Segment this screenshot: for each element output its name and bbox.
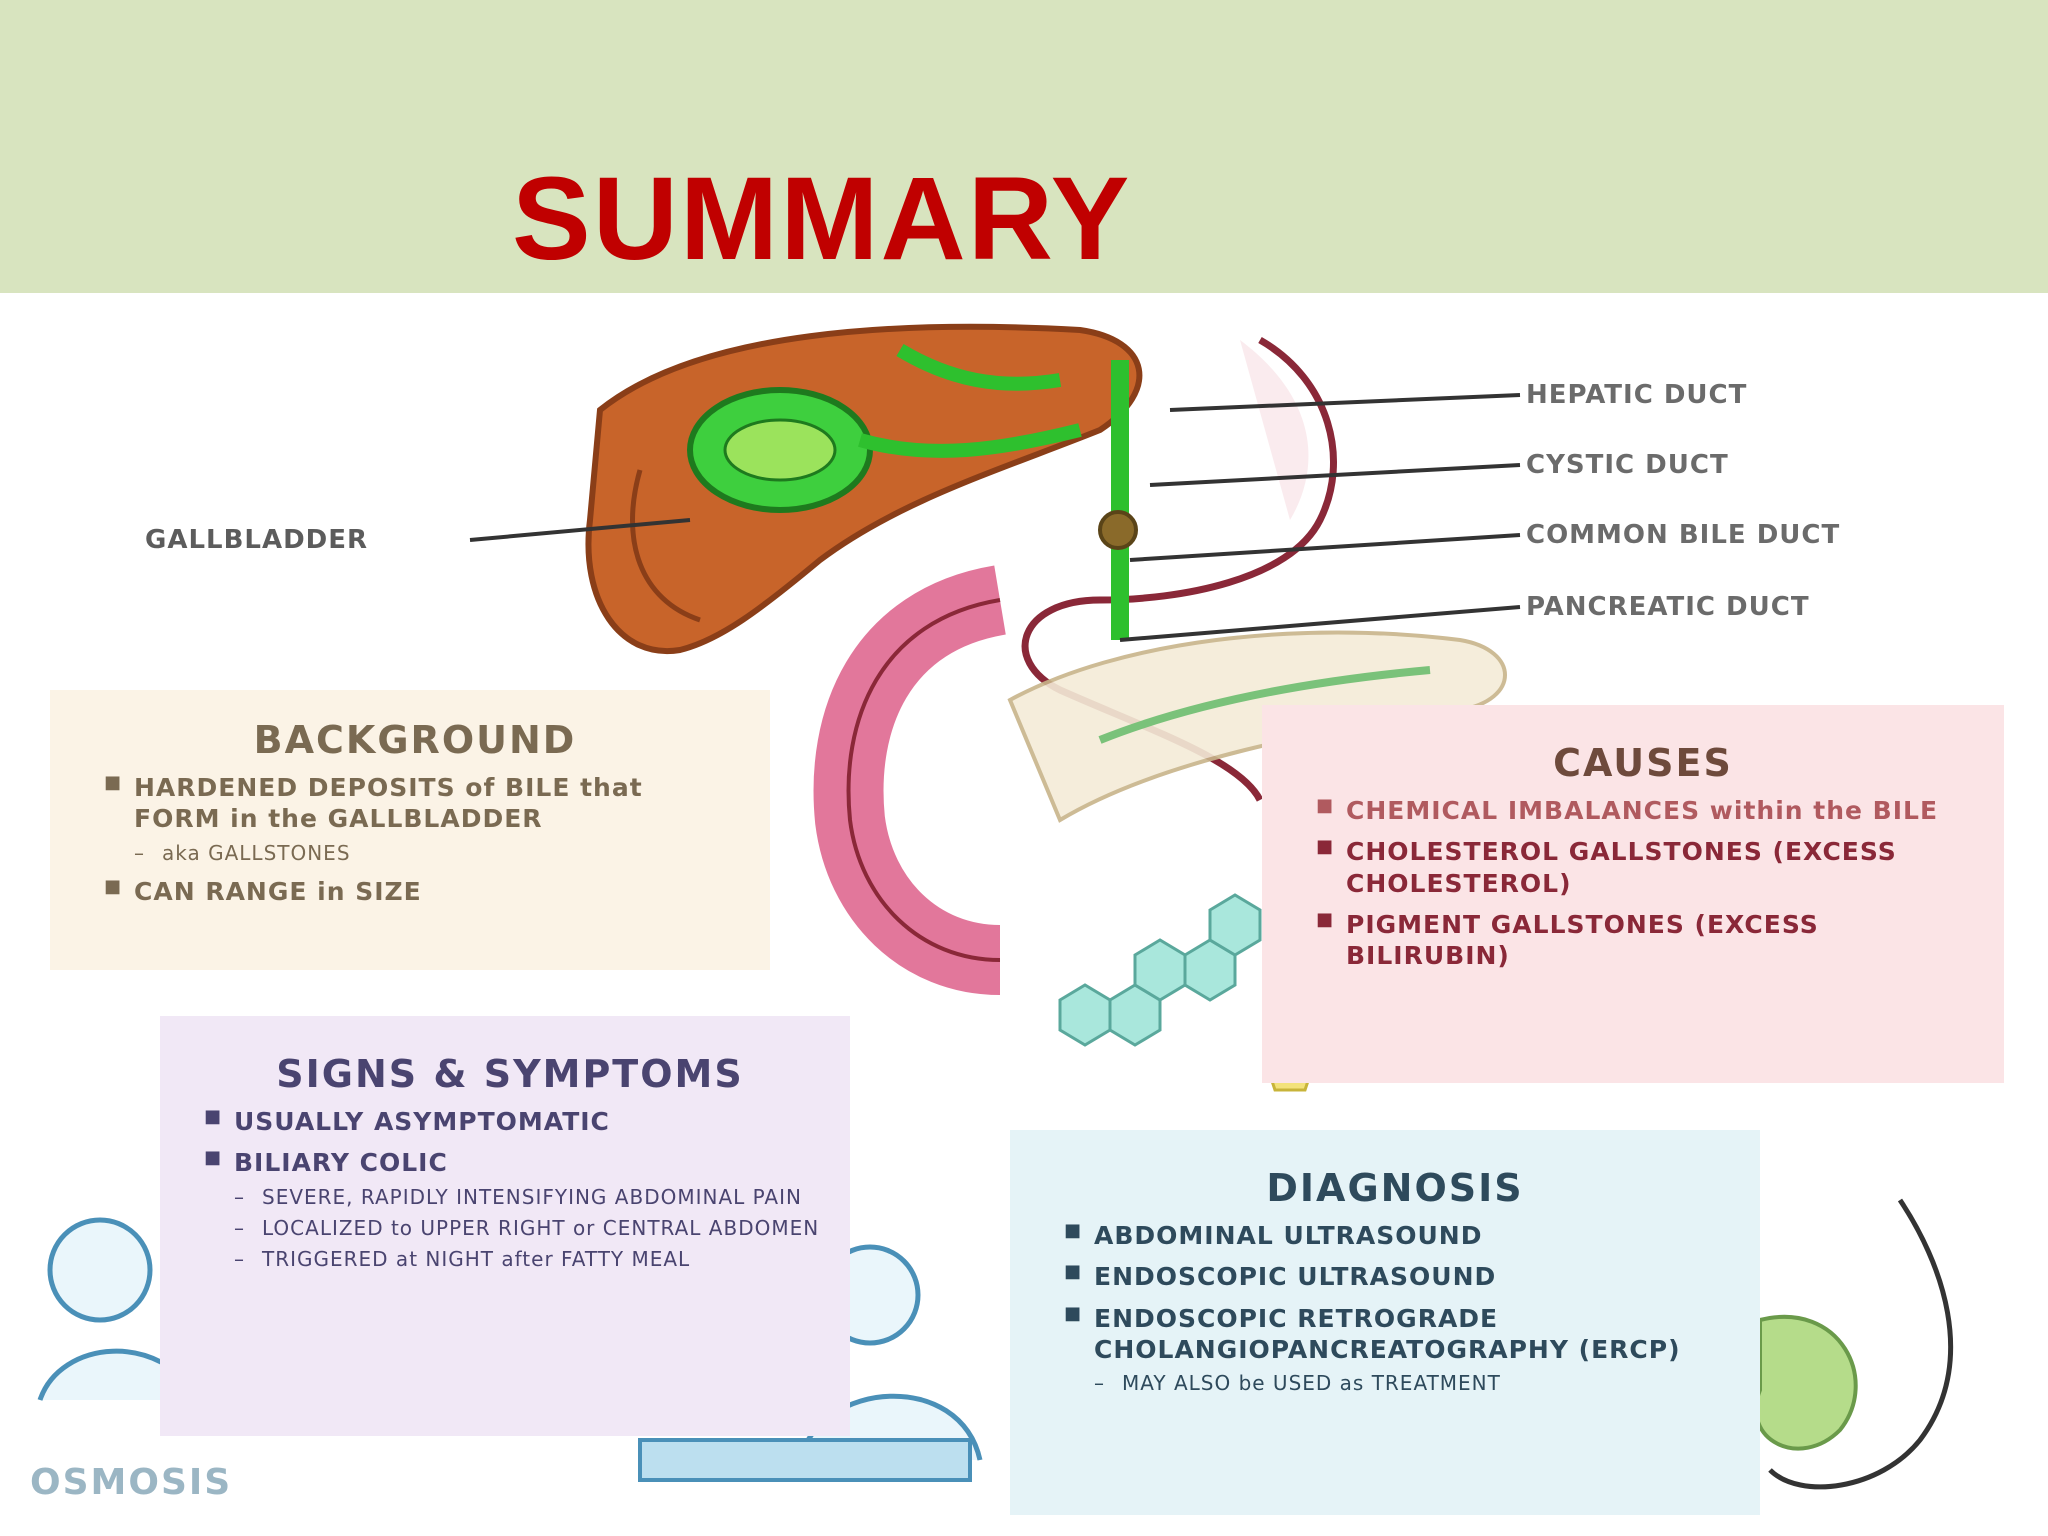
signs-item: USUALLY ASYMPTOMATIC [200,1106,820,1137]
signs-item: BILIARY COLIC [200,1147,820,1178]
pancreatic-leader [1119,605,1521,642]
osmosis-logo: OSMOSIS [30,1462,233,1503]
pancreas [1007,630,1507,823]
background-panel: BACKGROUND HARDENED DEPOSITS of BILE tha… [50,690,770,970]
signs-subitem: LOCALIZED to UPPER RIGHT or CENTRAL ABDO… [200,1216,820,1241]
cystic-duct [858,423,1082,458]
table-sketch [638,1438,972,1482]
duodenum [813,565,1007,995]
causes-heading: CAUSES [1553,741,1733,785]
hepatic-duct-label: HEPATIC DUCT [1526,380,1748,410]
diagnosis-item: ENDOSCOPIC RETROGRADE CHOLANGIOPANCREATO… [1060,1303,1730,1366]
hepatic-leader [1169,393,1521,412]
diagnosis-item: ABDOMINAL ULTRASOUND [1060,1220,1730,1251]
causes-item: PIGMENT GALLSTONES (EXCESS BILIRUBIN) [1312,909,1974,972]
signs-heading: SIGNS & SYMPTOMS [276,1052,744,1096]
cystic-leader [1149,463,1521,487]
common-bile-duct-label: COMMON BILE DUCT [1526,520,1841,550]
diagnosis-heading: DIAGNOSIS [1266,1166,1524,1210]
person-sketch-left [47,1217,153,1323]
signs-subitem: TRIGGERED at NIGHT after FATTY MEAL [200,1247,820,1272]
causes-item: CHOLESTEROL GALLSTONES (EXCESS CHOLESTER… [1312,836,1974,899]
background-item: CAN RANGE in SIZE [100,876,730,907]
pancreatic-duct [1098,666,1431,744]
hepatic-duct [896,343,1062,391]
cholesterol-molecule [1058,893,1262,1047]
causes-panel: CAUSES CHEMICAL IMBALANCES within the BI… [1262,705,2004,1083]
title-banner: SUMMARY [0,0,2048,293]
causes-item: CHEMICAL IMBALANCES within the BILE [1312,795,1974,826]
background-heading: BACKGROUND [253,718,577,762]
gallbladder-label: GALLBLADDER [145,525,369,555]
gallbladder-sketch [1754,1314,1858,1451]
common-leader [1129,533,1521,562]
anatomy-illustration [37,323,1954,1490]
signs-symptoms-panel: SIGNS & SYMPTOMS USUALLY ASYMPTOMATIC BI… [160,1016,850,1436]
diagnosis-panel: DIAGNOSIS ABDOMINAL ULTRASOUND ENDOSCOPI… [1010,1130,1760,1515]
signs-subitem: SEVERE, RAPIDLY INTENSIFYING ABDOMINAL P… [200,1185,820,1210]
background-subitem: aka GALLSTONES [100,841,730,866]
page-title: SUMMARY [512,153,1132,285]
background-item: HARDENED DEPOSITS of BILE that FORM in t… [100,772,730,835]
diagnosis-subitem: MAY ALSO be USED as TREATMENT [1060,1371,1730,1396]
gallbladder-leader [469,518,691,542]
cystic-duct-label: CYSTIC DUCT [1526,450,1729,480]
diagnosis-item: ENDOSCOPIC ULTRASOUND [1060,1261,1730,1292]
pancreatic-duct-label: PANCREATIC DUCT [1526,592,1810,622]
